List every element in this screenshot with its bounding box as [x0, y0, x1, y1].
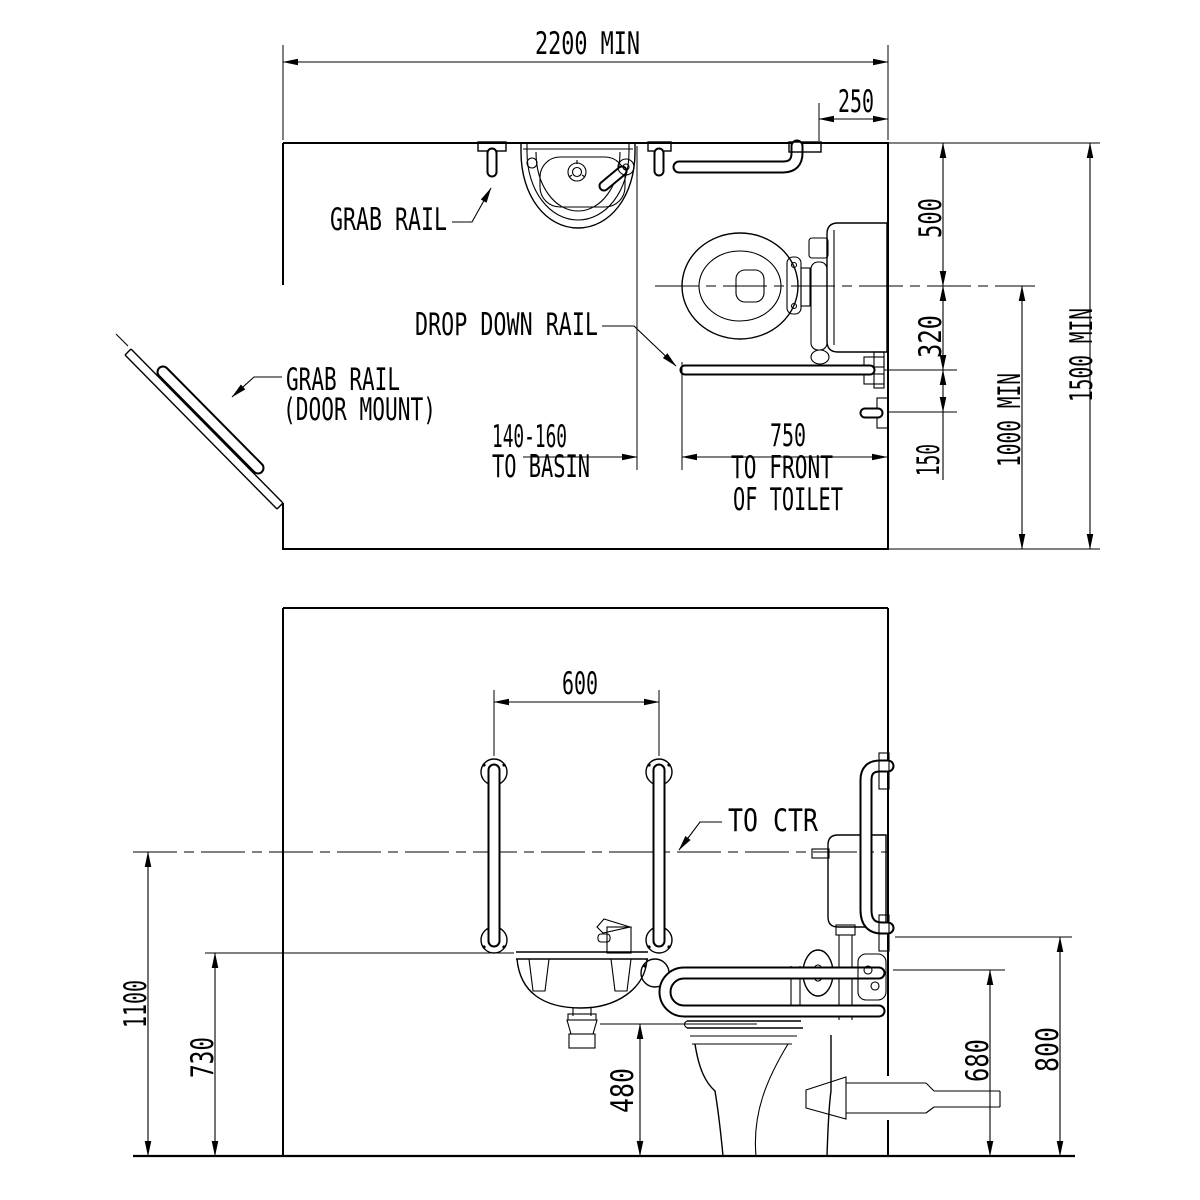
basin-overflow-hole — [526, 157, 538, 169]
flush-lever — [811, 848, 830, 859]
plan-toilet — [681, 222, 888, 365]
plan-cistern — [826, 222, 888, 353]
elevation-view — [133, 607, 1075, 1158]
dim-rail-spacing: 600 — [562, 666, 598, 702]
plan-flush-button — [808, 237, 829, 259]
dim-toilet-to-basin-label: TO BASIN — [492, 449, 590, 485]
plan-vertical-rail-stub-left — [477, 141, 507, 178]
label-grab-rail-door-1: GRAB RAIL — [286, 362, 400, 398]
plan-wall-grab-rail — [672, 139, 822, 174]
dim-overall-width: 2200 MIN — [535, 26, 640, 62]
plan-vertical-rail-stub-right — [647, 141, 672, 177]
label-to-ctr: TO CTR — [728, 803, 818, 839]
plan-toilet-roll-holder — [859, 397, 889, 429]
dim-rail-centre-height: 1100 — [118, 980, 154, 1028]
label-grab-rail-door-2: (DOOR MOUNT) — [283, 392, 436, 428]
dim-seat-height: 480 — [605, 1068, 641, 1113]
dim-drop-rail-to-roll-holder: 150 — [911, 444, 947, 476]
elevation-drop-down-rail-folded — [859, 752, 895, 952]
elevation-vertical-rail-right — [645, 758, 673, 954]
dim-toilet-front-label-2: OF TOILET — [733, 482, 843, 518]
elevation-toilet — [683, 834, 1006, 1157]
dimension-layer: 2200 MIN 250 500 320 150 1000 MIN 1500 M… — [118, 26, 1100, 1157]
dim-basin-height: 730 — [185, 1037, 221, 1078]
dim-toilet-to-basin-value: 140-160 — [492, 419, 567, 455]
dim-toilet-front-value: 750 — [770, 418, 806, 454]
elevation-cistern — [827, 834, 887, 928]
elevation-basin — [516, 918, 648, 1049]
plan-basin — [520, 144, 636, 229]
dim-rail-end-to-corner: 250 — [838, 84, 874, 120]
dim-toilet-front-label-1: TO FRONT — [731, 450, 833, 486]
basin-trap — [566, 1008, 598, 1049]
dim-centre-to-rear-wall: 1000 MIN — [992, 373, 1028, 467]
elevation-vertical-rail-left — [480, 758, 508, 954]
dim-wall-to-toilet-centre: 500 — [913, 198, 949, 238]
plan-drop-down-rail — [679, 351, 885, 389]
dim-drop-rail-pivot-height: 800 — [1030, 1027, 1066, 1072]
dim-drop-rail-height: 680 — [960, 1039, 996, 1082]
dim-centre-to-drop-rail: 320 — [913, 315, 949, 358]
dim-room-depth: 1500 MIN — [1064, 308, 1100, 402]
label-drop-down-rail: DROP DOWN RAIL — [415, 307, 598, 343]
elevation-drop-down-rail — [640, 953, 887, 1018]
elevation-room-outline — [133, 607, 1075, 1158]
door-grab-rail — [156, 365, 265, 475]
basin-tap-lever — [598, 158, 635, 192]
plan-door — [115, 333, 284, 510]
basin-tap — [596, 918, 633, 954]
label-grab-rail: GRAB RAIL — [330, 202, 447, 238]
drop-rail-pivot-bracket — [857, 953, 887, 1001]
plan-view — [115, 139, 1035, 550]
